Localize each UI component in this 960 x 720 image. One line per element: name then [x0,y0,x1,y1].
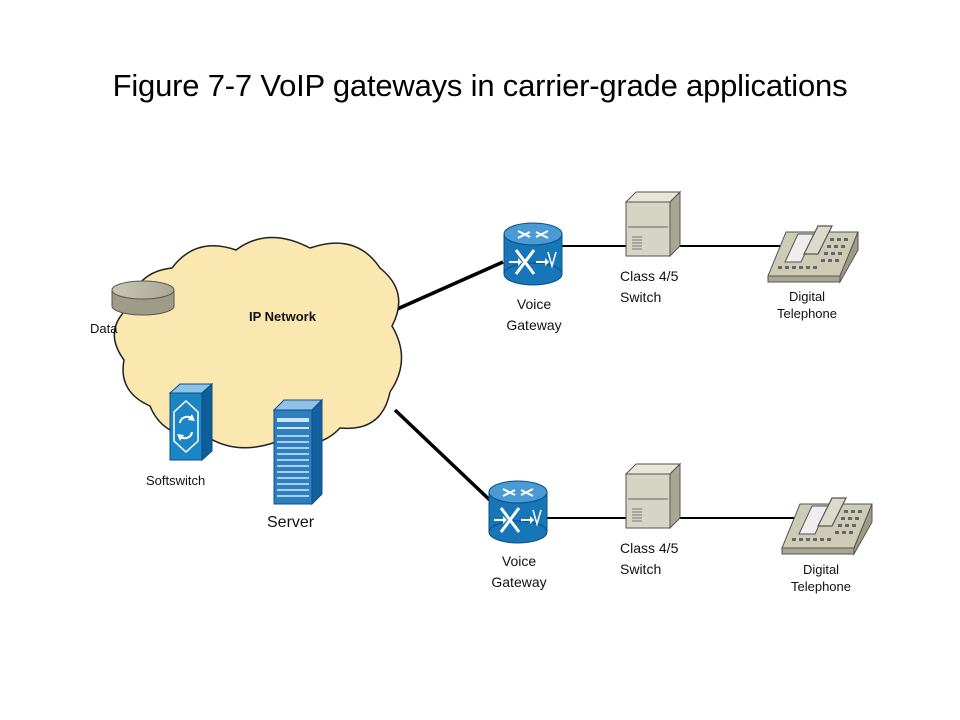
class-switch-top-line2: Switch [620,289,662,305]
link-cloud-gateway-top [394,260,504,312]
link-cloud-gateway-bottom [393,408,497,507]
voice-gateway-bottom-line2: Gateway [491,574,547,590]
class-switch-top-icon [624,190,682,258]
class-switch-top-label: Class 4/5 Switch [620,266,678,308]
server-icon [272,398,324,506]
voice-gateway-bottom-label: Voice Gateway [479,551,559,593]
voice-gateway-top-label: Voice Gateway [494,294,574,336]
data-label: Data [90,321,118,336]
softswitch-icon [168,382,214,462]
digital-telephone-bottom-label: Digital Telephone [774,561,868,595]
voice-gateway-bottom-icon [488,480,548,544]
class-switch-top-line1: Class 4/5 [620,268,679,284]
server-label: Server [267,514,315,531]
class-switch-bottom-icon [624,462,682,530]
voice-gateway-top-line1: Voice [516,296,552,312]
ip-network-label: IP Network [249,309,316,324]
digital-telephone-bottom-icon [781,497,873,556]
digital-telephone-bottom-line1: Digital [802,562,840,577]
digital-telephone-top-label: Digital Telephone [760,288,854,322]
digital-telephone-top-line2: Telephone [777,306,837,321]
voice-gateway-top-line2: Gateway [506,317,562,333]
voice-gateway-top-icon [503,222,563,286]
ip-network-cloud [113,236,403,449]
class-switch-bottom-line1: Class 4/5 [620,540,679,556]
digital-telephone-bottom-line2: Telephone [791,579,851,594]
voice-gateway-bottom-line1: Voice [501,553,537,569]
database-icon [111,280,175,316]
softswitch-label: Softswitch [146,473,206,488]
digital-telephone-top-icon [767,225,859,284]
class-switch-bottom-line2: Switch [620,561,662,577]
class-switch-bottom-label: Class 4/5 Switch [620,538,678,580]
digital-telephone-top-line1: Digital [788,289,826,304]
figure-title: Figure 7-7 VoIP gateways in carrier-grad… [112,68,848,103]
